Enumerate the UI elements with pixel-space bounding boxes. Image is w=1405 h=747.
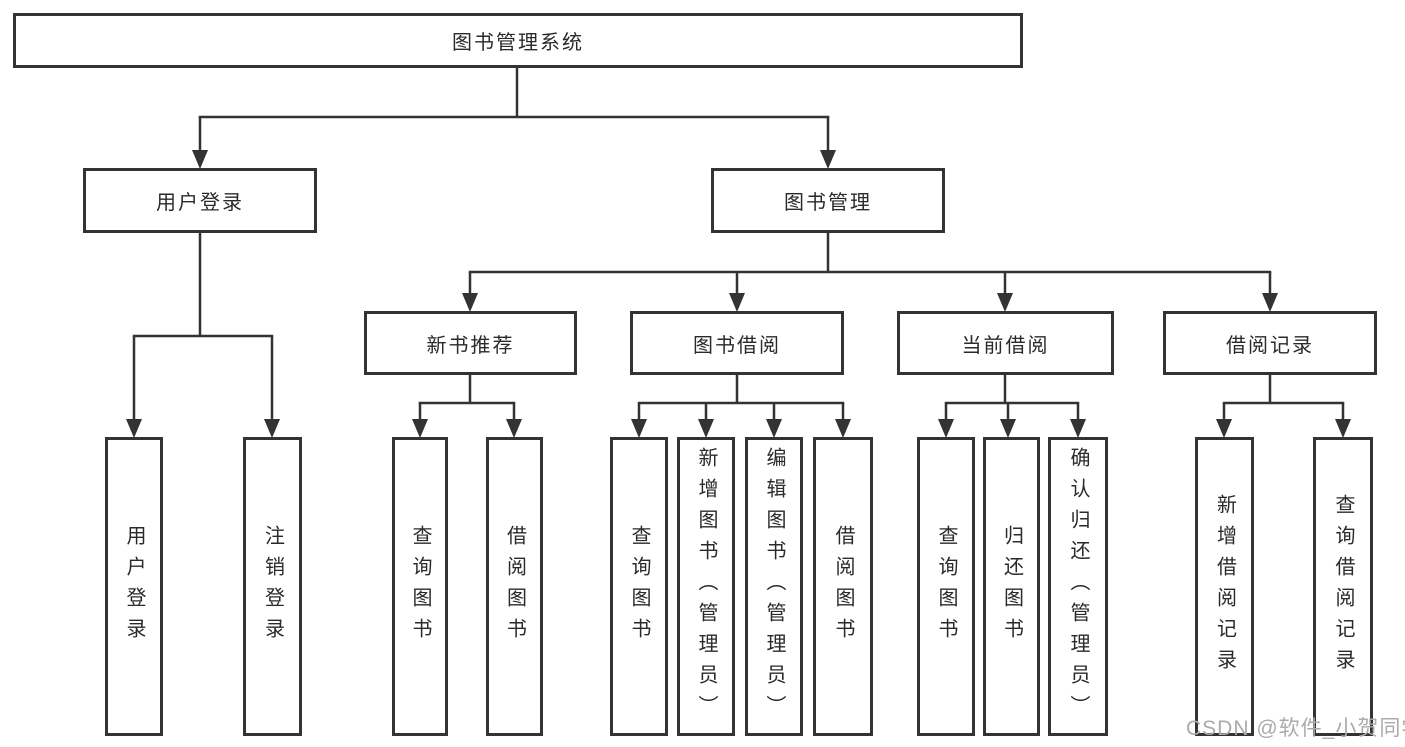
leaf-query-borrow-record: 查询借阅记录 [1313, 437, 1373, 736]
leaf-borrow-books-label: 借阅图书 [832, 524, 854, 649]
leaf-current-query-books-label: 查询图书 [935, 524, 957, 649]
node-new-book-recommend: 新书推荐 [364, 311, 577, 375]
node-book-management: 图书管理 [711, 168, 945, 233]
node-root: 图书管理系统 [13, 13, 1023, 68]
node-book-borrow: 图书借阅 [630, 311, 844, 375]
leaf-user-login: 用户登录 [105, 437, 163, 736]
node-user-login-label: 用户登录 [156, 192, 244, 214]
node-book-management-label: 图书管理 [784, 192, 872, 214]
leaf-query-borrow-record-label: 查询借阅记录 [1332, 493, 1354, 680]
leaf-confirm-return-admin: 确认归还（管理员） [1048, 437, 1108, 736]
node-root-label: 图书管理系统 [452, 32, 584, 54]
node-book-borrow-label: 图书借阅 [693, 334, 781, 357]
leaf-return-books-label: 归还图书 [1000, 524, 1023, 649]
node-user-login: 用户登录 [83, 168, 317, 233]
leaf-current-query-books: 查询图书 [917, 437, 975, 736]
leaf-confirm-return-admin-label: 确认归还（管理员） [1067, 447, 1089, 726]
node-current-borrow-label: 当前借阅 [961, 334, 1050, 357]
node-borrow-records: 借阅记录 [1163, 311, 1377, 375]
leaf-edit-books-admin: 编辑图书（管理员） [745, 437, 803, 736]
leaf-borrow-query-books-label: 查询图书 [628, 524, 650, 649]
leaf-add-books-admin-label: 新增图书（管理员） [695, 447, 717, 726]
csdn-watermark: CSDN @软件_小贺同学 [1186, 717, 1405, 740]
leaf-recommend-borrow-books-label: 借阅图书 [503, 524, 526, 649]
leaf-borrow-books: 借阅图书 [813, 437, 873, 736]
leaf-user-login-label: 用户登录 [123, 524, 145, 649]
leaf-recommend-query-books: 查询图书 [392, 437, 448, 736]
leaf-logout: 注销登录 [243, 437, 302, 736]
leaf-borrow-query-books: 查询图书 [610, 437, 668, 736]
leaf-logout-label: 注销登录 [261, 524, 284, 649]
node-current-borrow: 当前借阅 [897, 311, 1114, 375]
leaf-edit-books-admin-label: 编辑图书（管理员） [763, 447, 785, 726]
leaf-add-borrow-record: 新增借阅记录 [1195, 437, 1254, 736]
leaf-add-books-admin: 新增图书（管理员） [677, 437, 735, 736]
leaf-recommend-borrow-books: 借阅图书 [486, 437, 543, 736]
leaf-return-books: 归还图书 [983, 437, 1040, 736]
node-new-book-recommend-label: 新书推荐 [426, 334, 515, 357]
node-borrow-records-label: 借阅记录 [1226, 334, 1314, 357]
leaf-add-borrow-record-label: 新增借阅记录 [1213, 493, 1236, 680]
leaf-recommend-query-books-label: 查询图书 [409, 524, 431, 649]
